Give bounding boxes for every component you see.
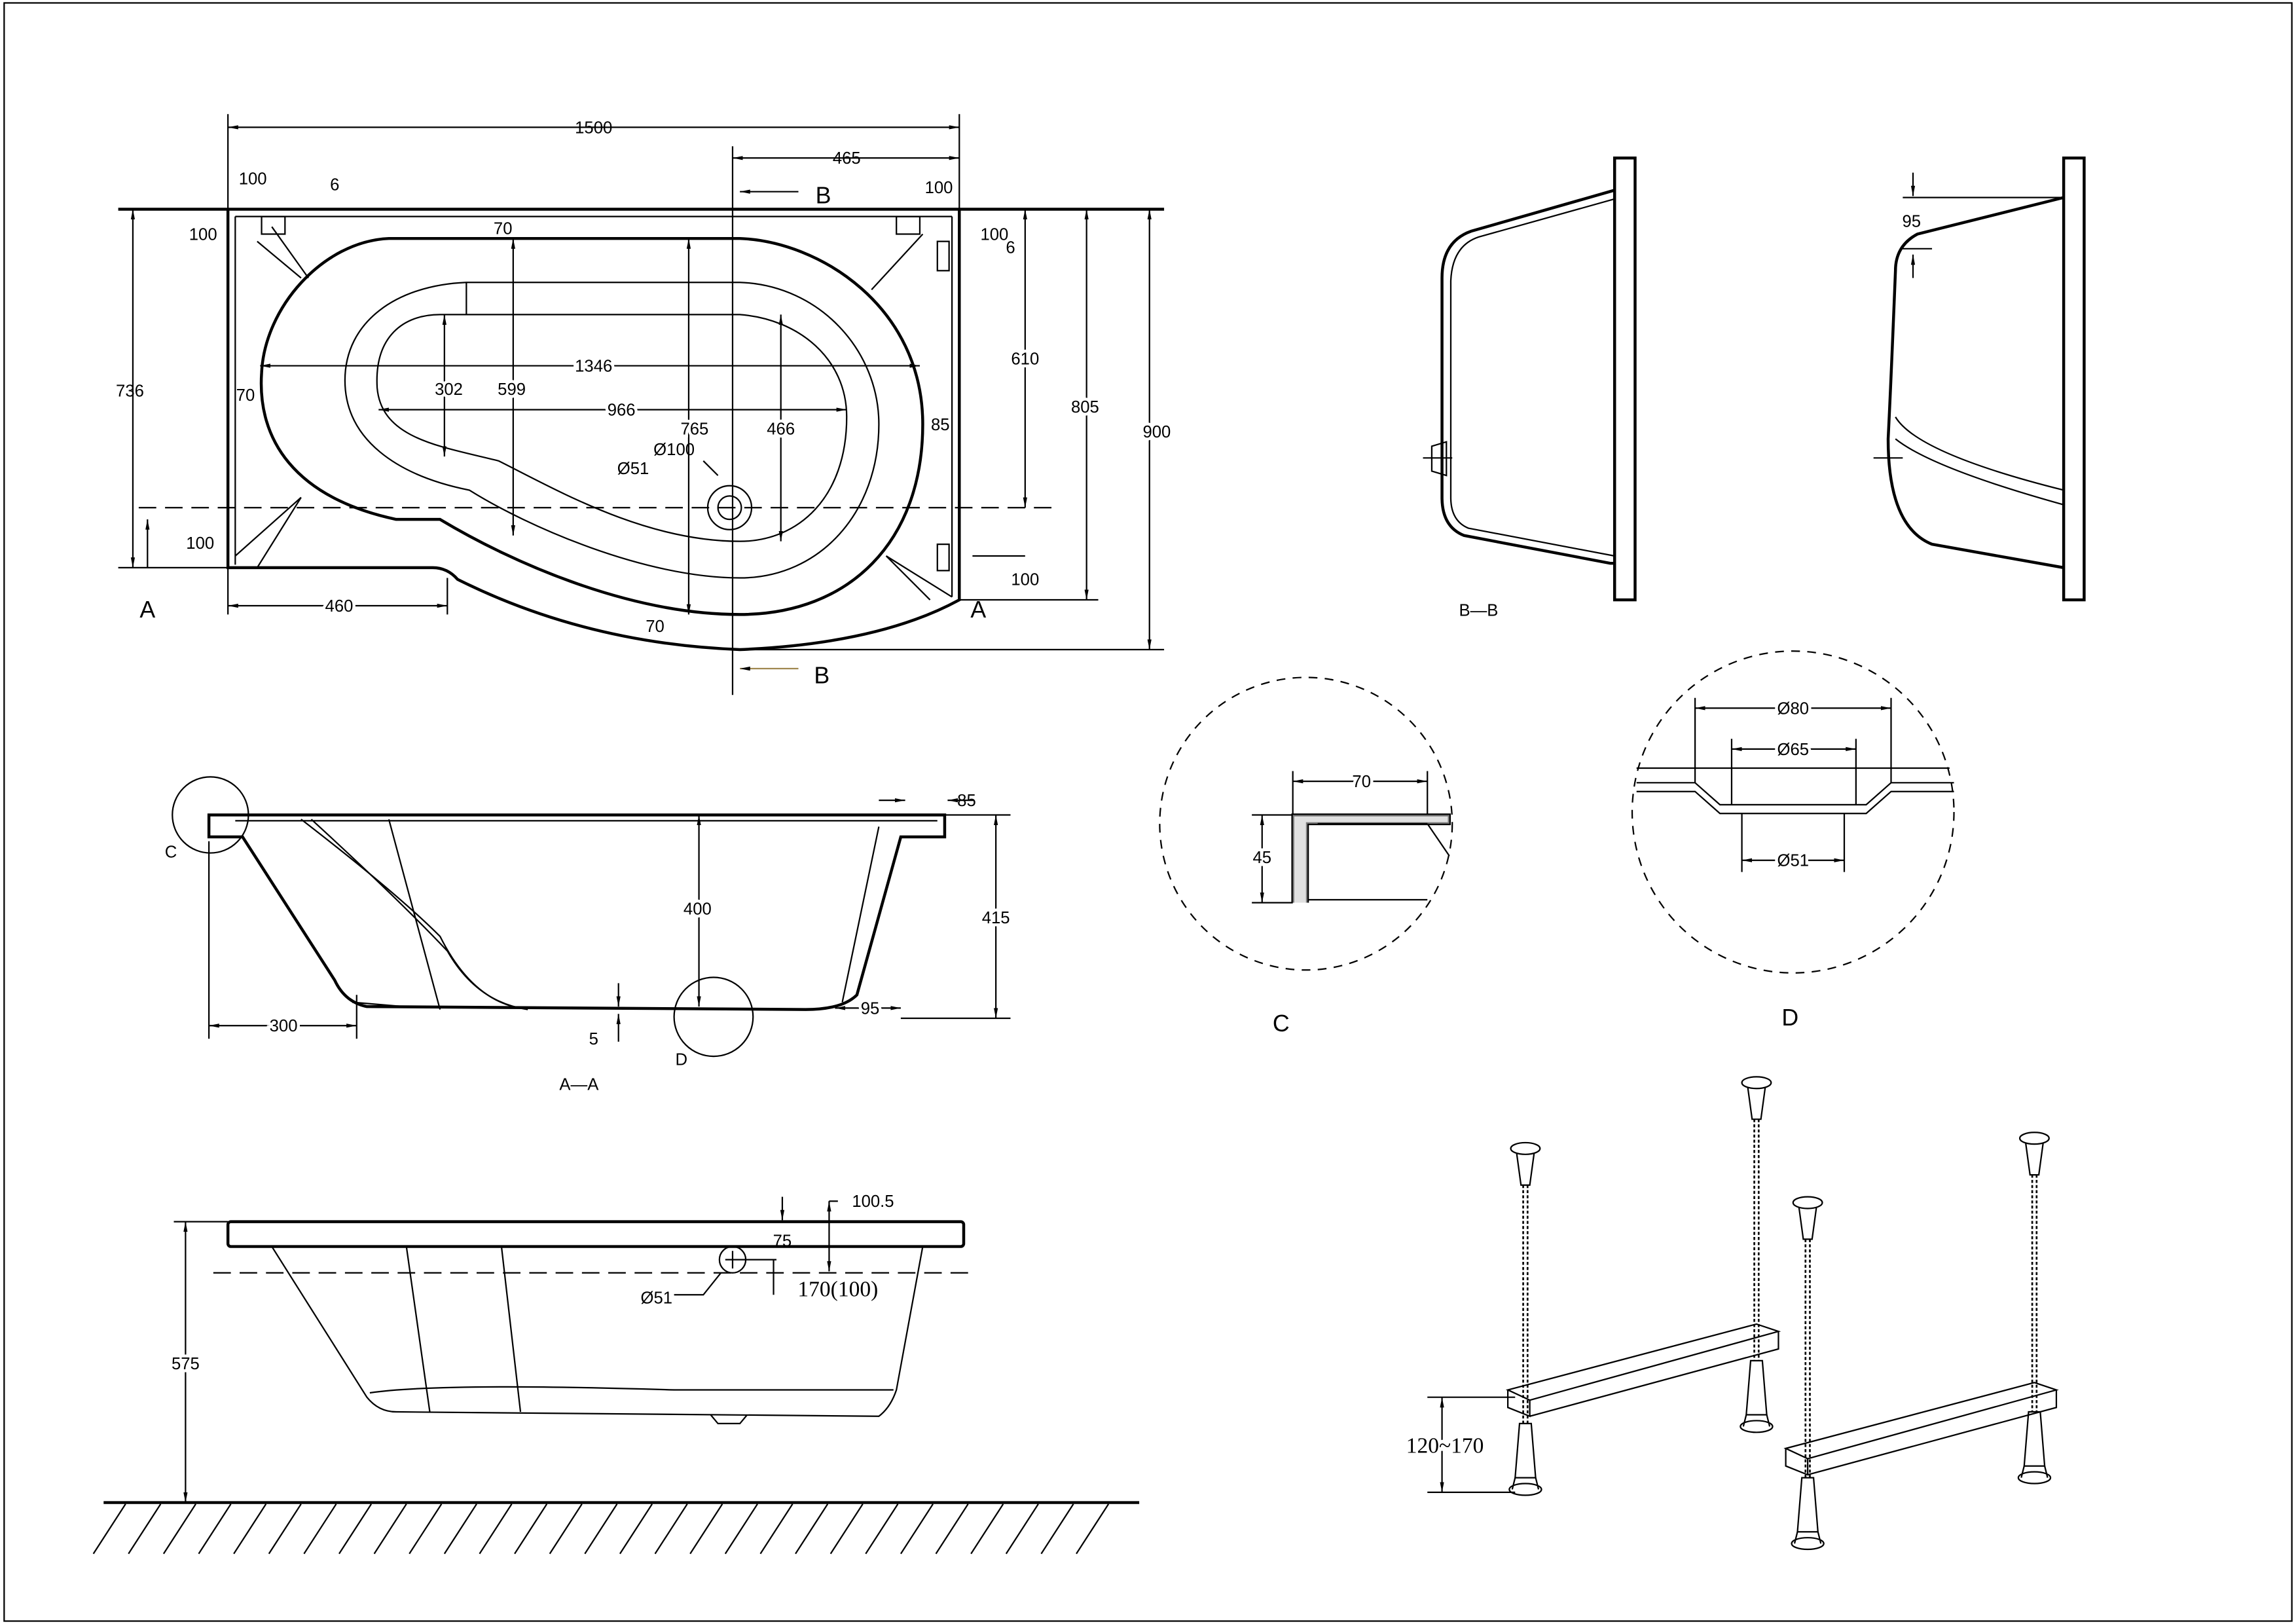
section-b-top-label: B [816,183,831,209]
dim-610: 610 [1011,350,1039,368]
hatch-line [900,1504,934,1555]
dim-805: 805 [1071,398,1099,416]
dim-c-70: 70 [1352,773,1371,791]
dim-75: 75 [773,1232,792,1251]
dim-aa-85: 85 [957,792,976,810]
dim-rim-top: 70 [494,219,513,238]
dim-466: 466 [767,420,795,439]
dim-overflow-diameter: Ø51 [641,1289,673,1308]
hatch-line [303,1504,337,1555]
dim-corner-bottom-left: 100 [186,534,214,553]
dim-95: 95 [861,999,880,1018]
dim-100-5: 100.5 [852,1192,894,1211]
hatch-line [584,1504,618,1555]
hatch-line [443,1504,477,1555]
hatch-line [689,1504,723,1555]
dim-575: 575 [172,1355,200,1373]
section-aa-title: A—A [559,1076,599,1094]
hatch-line [1040,1504,1074,1555]
dim-765: 765 [680,420,708,439]
detail-d: Ø80 Ø65 Ø51 D [1631,650,1955,1031]
hatch-line [162,1504,196,1555]
dim-d-65: Ø65 [1777,741,1810,759]
plan-view: 1500 465 100 6 B 100 100 70 100 6 736 70… [116,114,1174,695]
sheet-border [3,2,2293,1622]
hatch-line [268,1504,302,1555]
dim-rim-bottom: 70 [646,618,665,636]
hatch-line [233,1504,267,1555]
detail-c: 70 45 C [1159,676,1453,1037]
dim-599: 599 [498,380,526,399]
adjustable-leg [1791,1196,1825,1551]
dim-leg-right: 100 [925,179,953,197]
dim-415: 415 [982,909,1010,927]
dim-d-51: Ø51 [1777,852,1810,870]
hatch-line [865,1504,899,1555]
dim-465: 465 [833,149,861,168]
dim-170-100: 170(100) [797,1278,878,1302]
dim-736: 736 [116,382,144,400]
hatch-line [1076,1504,1110,1555]
dim-corner-left: 100 [189,225,217,244]
section-a-right-label: A [970,597,986,623]
dim-c-45: 45 [1252,849,1271,867]
dim-d-80: Ø80 [1777,699,1810,718]
detail-d-marker: D [675,1051,687,1069]
dim-rim-right: 85 [931,416,950,434]
dim-5: 5 [589,1030,598,1048]
dim-drain-outer: Ø100 [653,441,695,459]
hatch-line [198,1504,232,1555]
ground-hatch [92,1504,1110,1555]
dim-1500: 1500 [575,119,612,137]
detail-d-title: D [1781,1005,1798,1031]
section-aa: C 85 400 415 300 95 5 D A—A [165,776,1013,1094]
hatch-line [409,1504,443,1555]
dim-bb-95: 95 [1902,212,1921,231]
hatch-line [759,1504,793,1555]
support-legs: 120~170 [1402,1076,2059,1551]
dim-corner-bottom-right: 100 [1011,571,1039,589]
detail-c-marker: C [165,843,177,861]
adjustable-leg [2017,1132,2052,1485]
dim-rim-left: 70 [236,386,255,405]
hatch-line [373,1504,407,1555]
dim-leg-left: 100 [239,170,267,189]
hatch-line [795,1504,829,1555]
detail-c-title: C [1273,1010,1290,1037]
hatch-line [128,1504,162,1555]
hatch-line [619,1504,653,1555]
hatch-line [724,1504,758,1555]
hatch-line [338,1504,373,1555]
hatch-line [970,1504,1004,1555]
dim-leg-adjust: 120~170 [1406,1434,1484,1458]
hatch-line [514,1504,548,1555]
hatch-line [654,1504,688,1555]
section-a-left-label: A [139,597,155,623]
adjustable-leg [1508,1141,1542,1496]
dim-1346: 1346 [575,357,612,375]
hatch-line [935,1504,969,1555]
adjustable-leg [1740,1076,1774,1433]
section-bb: 95 B—B [1423,157,2086,620]
dim-drain-inner: Ø51 [617,460,649,478]
dim-302: 302 [435,380,463,399]
dim-400: 400 [683,900,712,918]
dim-460: 460 [325,597,354,616]
dim-966: 966 [608,401,636,420]
section-bb-title: B—B [1459,602,1498,620]
dim-lip-right: 6 [1006,239,1015,257]
hatch-line [829,1504,864,1555]
dim-900: 900 [1142,423,1171,441]
dim-lip-left: 6 [330,175,339,194]
hatch-line [549,1504,583,1555]
hatch-line [1005,1504,1039,1555]
front-view: 100.5 75 Ø51 170(100) 575 [92,1192,1140,1555]
dim-corner-right: 100 [980,225,1008,244]
section-b-bottom-label: B [814,662,829,688]
hatch-line [479,1504,513,1555]
hatch-line [92,1504,126,1555]
dim-300: 300 [270,1017,298,1035]
